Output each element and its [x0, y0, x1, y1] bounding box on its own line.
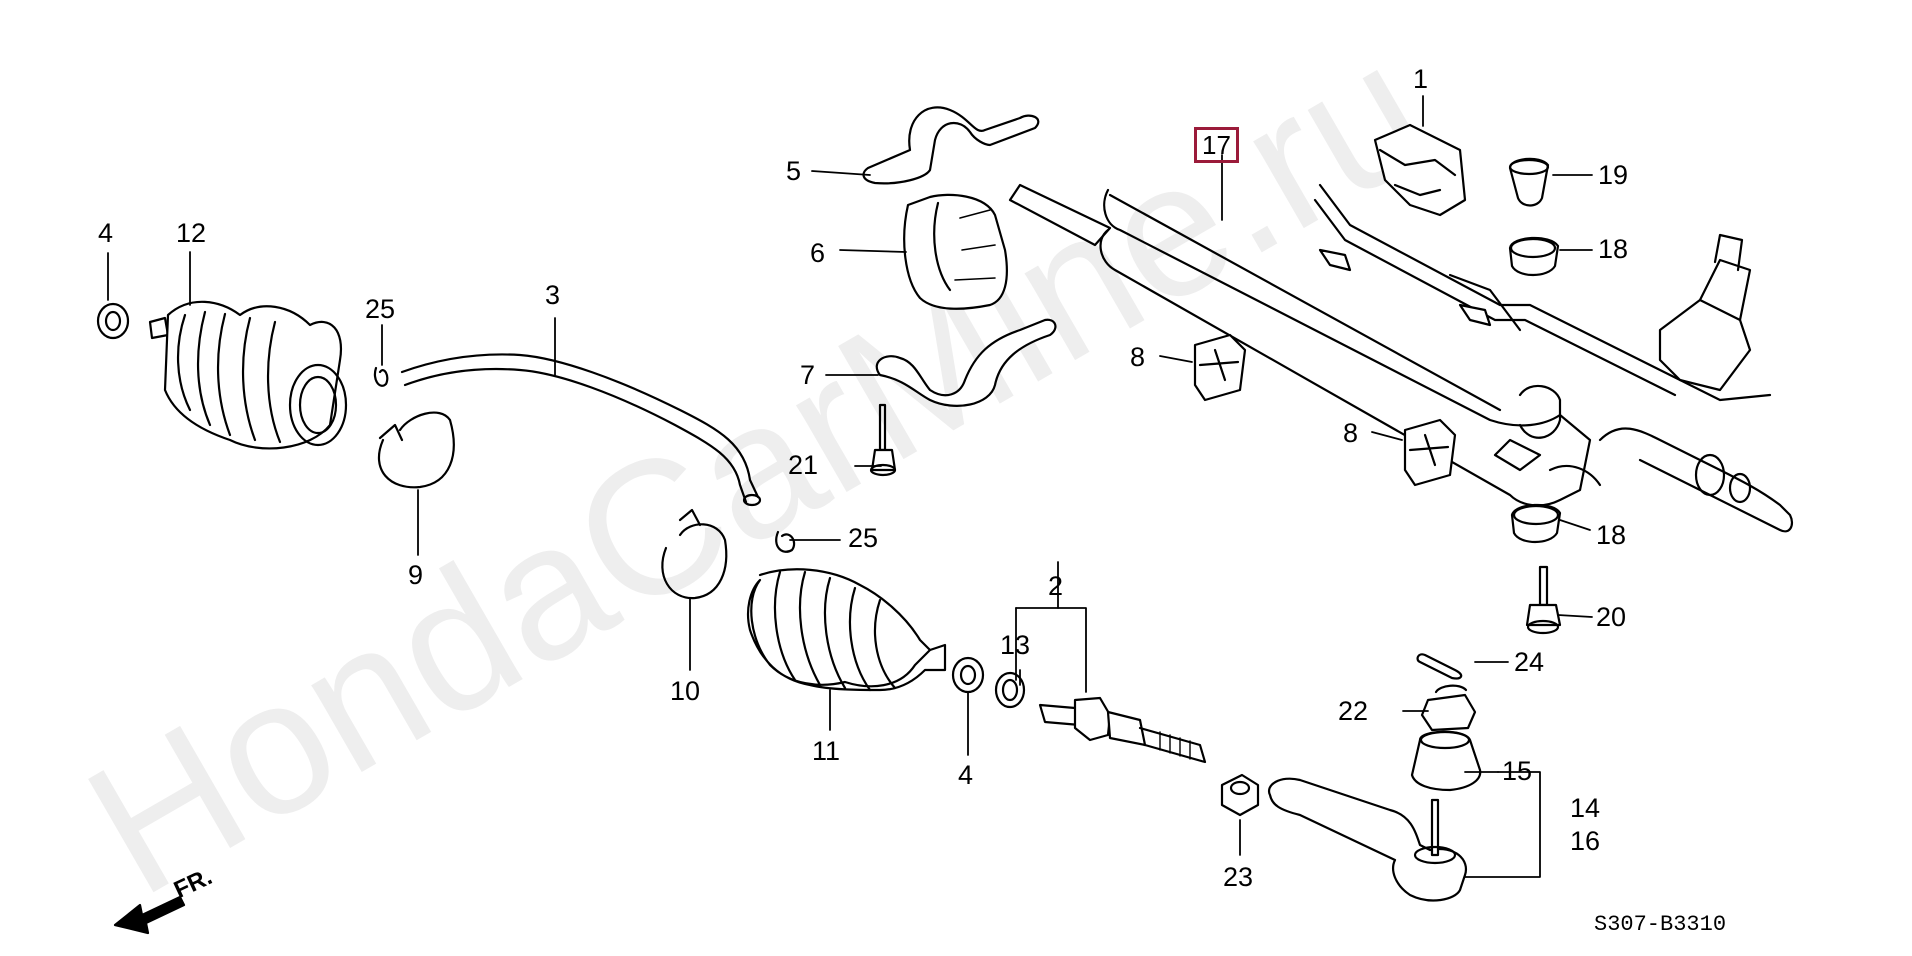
callout-23[interactable]: 23: [1223, 862, 1254, 892]
part-21-bolt[interactable]: [869, 403, 897, 477]
callout-10[interactable]: 10: [670, 676, 701, 706]
callout-18-lower[interactable]: 18: [1596, 520, 1627, 550]
callout-14[interactable]: 14: [1570, 793, 1601, 823]
callout-9[interactable]: 9: [408, 560, 424, 590]
callout-8-upper[interactable]: 8: [1130, 342, 1146, 372]
callout-11[interactable]: 11: [812, 736, 841, 766]
callout-20[interactable]: 20: [1596, 602, 1627, 632]
callout-25-lower[interactable]: 25: [848, 523, 879, 553]
callout-24[interactable]: 24: [1514, 647, 1545, 677]
callout-12[interactable]: 12: [176, 218, 207, 248]
part-22-nut[interactable]: [1420, 684, 1477, 732]
callout-1[interactable]: 1: [1413, 64, 1429, 94]
part-3-tube[interactable]: [400, 353, 762, 507]
part-23-nut[interactable]: [1220, 773, 1260, 817]
part-4-clip-left[interactable]: [96, 302, 130, 340]
part-11-right-boot[interactable]: [746, 568, 947, 692]
part-1-bracket[interactable]: [1373, 123, 1467, 217]
part-8-grommet-upper[interactable]: [1193, 333, 1247, 402]
part-6-bushing[interactable]: [903, 193, 1008, 310]
callout-3[interactable]: 3: [545, 280, 561, 310]
callout-7[interactable]: 7: [800, 360, 816, 390]
callout-19[interactable]: 19: [1598, 160, 1629, 190]
part-10-band[interactable]: [661, 508, 728, 600]
part-7-clamp-lower[interactable]: [875, 318, 1057, 407]
part-14-16-tie-rod-end[interactable]: [1267, 777, 1468, 902]
callout-8-lower[interactable]: 8: [1343, 418, 1359, 448]
part-25-clip-upper[interactable]: [373, 366, 389, 387]
part-4-clip-lower[interactable]: [951, 656, 985, 694]
part-13-lock-washer[interactable]: [994, 671, 1026, 709]
callout-5[interactable]: 5: [786, 156, 802, 186]
part-17-rack-body[interactable]: [1008, 183, 1794, 533]
callout-16[interactable]: 16: [1570, 826, 1601, 856]
front-direction-arrow: [113, 895, 186, 935]
callout-22[interactable]: 22: [1338, 696, 1369, 726]
diagram-code: S307-B3310: [1594, 912, 1727, 937]
part-24-cotter-pin[interactable]: [1416, 653, 1463, 680]
part-2-tie-rod[interactable]: [1038, 696, 1207, 764]
part-9-band[interactable]: [377, 411, 455, 489]
callout-4-lower[interactable]: 4: [958, 760, 974, 790]
callout-15[interactable]: 15: [1502, 756, 1533, 786]
callout-21[interactable]: 21: [788, 450, 819, 480]
part-20-bolt[interactable]: [1525, 565, 1562, 635]
callout-2[interactable]: 2: [1048, 571, 1064, 601]
part-18-washer-upper[interactable]: [1508, 236, 1560, 277]
leader-lines: [107, 95, 1593, 878]
callout-13[interactable]: 13: [1000, 630, 1031, 660]
part-15-dust-seal[interactable]: [1410, 730, 1482, 792]
part-8-grommet-lower[interactable]: [1403, 418, 1457, 487]
callout-25-upper[interactable]: 25: [365, 294, 396, 324]
callout-18-upper[interactable]: 18: [1598, 234, 1629, 264]
part-5-clamp-upper[interactable]: [862, 106, 1040, 185]
part-19-cap[interactable]: [1508, 157, 1550, 207]
part-18-washer-lower[interactable]: [1510, 503, 1562, 544]
part-12-left-boot[interactable]: [148, 300, 348, 450]
callout-6[interactable]: 6: [810, 238, 826, 268]
callout-17-highlighted[interactable]: 17: [1194, 127, 1239, 163]
callout-4-upper[interactable]: 4: [98, 218, 114, 248]
part-25-clip-lower[interactable]: [775, 530, 796, 553]
